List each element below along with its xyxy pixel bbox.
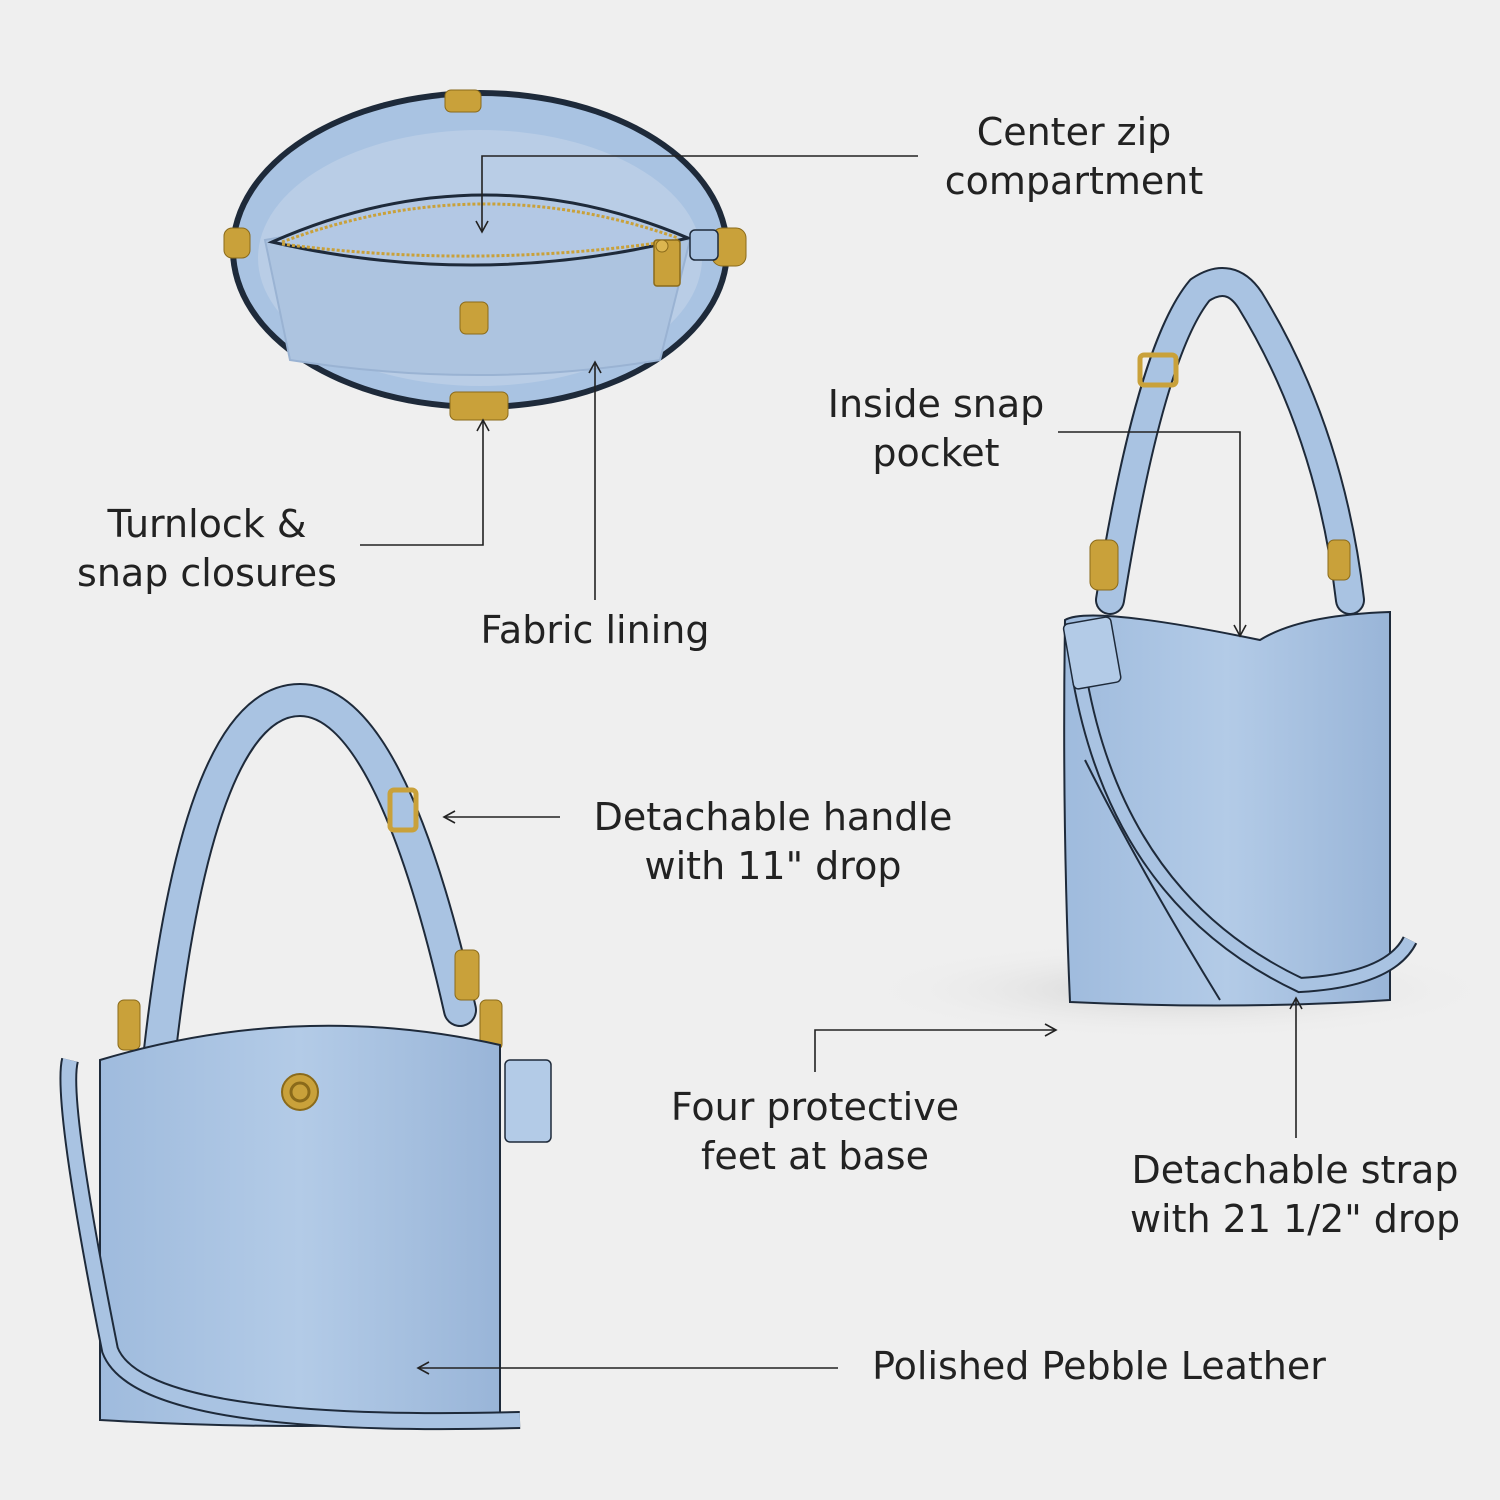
callout-strap-line1: Detachable strap xyxy=(1131,1148,1459,1192)
zipper-teeth xyxy=(281,202,679,244)
callout-fabric-lining-line1: Fabric lining xyxy=(480,608,710,652)
callout-center-zip: Center zip compartment xyxy=(935,108,1213,206)
callout-leather: Polished Pebble Leather xyxy=(846,1342,1352,1391)
callout-fabric-lining: Fabric lining xyxy=(460,606,730,655)
callout-strap-line2: with 21 1/2" drop xyxy=(1129,1197,1461,1241)
callout-center-zip-line1: Center zip xyxy=(976,110,1172,154)
callout-strap: Detachable strap with 21 1/2" drop xyxy=(1112,1146,1478,1244)
bag-side-view xyxy=(860,267,1500,1040)
callout-lines xyxy=(360,155,1303,1375)
turnlock-icon xyxy=(281,1073,319,1111)
callout-inside-snap-line2: pocket xyxy=(872,431,1000,475)
callout-feet: Four protective feet at base xyxy=(654,1083,976,1181)
callout-feet-line1: Four protective xyxy=(670,1085,960,1129)
callout-turnlock: Turnlock & snap closures xyxy=(60,500,354,598)
callout-inside-snap-line1: Inside snap xyxy=(827,382,1045,426)
callout-handle: Detachable handle with 11" drop xyxy=(572,793,974,891)
callout-handle-line2: with 11" drop xyxy=(644,844,902,888)
turnlock-hardware xyxy=(449,391,509,421)
callout-inside-snap: Inside snap pocket xyxy=(810,380,1062,478)
bag-front-view xyxy=(59,682,552,1431)
callout-center-zip-line2: compartment xyxy=(944,159,1204,203)
callout-turnlock-line2: snap closures xyxy=(77,551,337,595)
callout-turnlock-line1: Turnlock & xyxy=(107,502,307,546)
callout-handle-line1: Detachable handle xyxy=(593,795,953,839)
inside-snap xyxy=(459,301,489,335)
callout-feet-line2: feet at base xyxy=(701,1134,929,1178)
callout-leather-line1: Polished Pebble Leather xyxy=(872,1344,1326,1388)
bag-interior-top-view xyxy=(223,89,747,421)
